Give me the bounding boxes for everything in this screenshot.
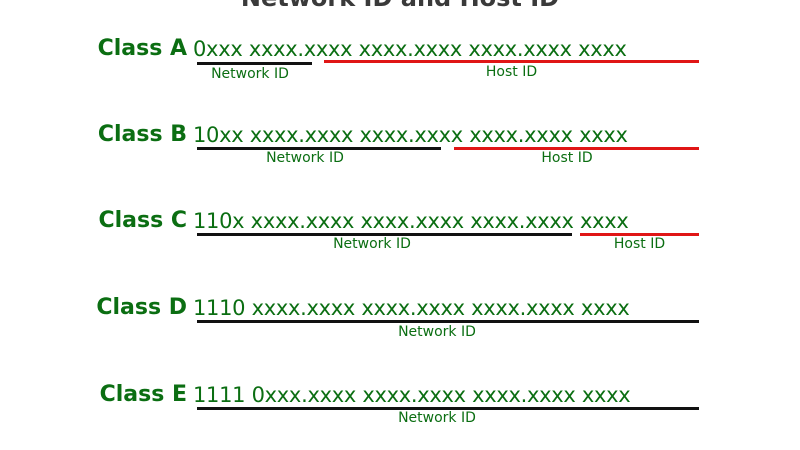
class-e-network-underline	[197, 407, 699, 410]
class-a-bits: 0xxx xxxx.xxxx xxxx.xxxx xxxx.xxxx xxxx	[193, 37, 627, 61]
class-b-host-underline	[454, 147, 699, 150]
class-b-network-underline	[197, 147, 441, 150]
class-d-label: Class D	[96, 295, 187, 320]
diagram-title: Network ID and Host ID	[0, 0, 800, 12]
class-d-network-caption: Network ID	[398, 324, 476, 340]
class-c-host-underline	[580, 233, 699, 236]
class-a-label: Class A	[97, 36, 187, 61]
class-b-host-caption: Host ID	[541, 150, 593, 166]
class-e-network-caption: Network ID	[398, 410, 476, 426]
class-c-network-caption: Network ID	[333, 236, 411, 252]
class-a-host-caption: Host ID	[485, 64, 538, 80]
class-b-row: Class B 10xx xxxx.xxxx xxxx.xxxx xxxx.xx…	[0, 122, 800, 182]
class-c-row: Class C 110x xxxx.xxxx xxxx.xxxx xxxx.xx…	[0, 208, 800, 268]
class-e-label: Class E	[99, 382, 187, 407]
class-d-network-underline	[197, 320, 699, 323]
class-e-row: Class E 1111 0xxx.xxxx xxxx.xxxx xxxx.xx…	[0, 382, 800, 442]
class-c-label: Class C	[98, 208, 187, 233]
class-d-bits: 1110 xxxx.xxxx xxxx.xxxx xxxx.xxxx xxxx	[193, 296, 630, 320]
class-c-network-underline	[197, 233, 572, 236]
class-e-bits: 1111 0xxx.xxxx xxxx.xxxx xxxx.xxxx xxxx	[193, 383, 631, 407]
class-b-label: Class B	[97, 122, 187, 147]
class-b-bits: 10xx xxxx.xxxx xxxx.xxxx xxxx.xxxx xxxx	[193, 123, 628, 147]
class-a-network-underline	[197, 62, 312, 65]
class-a-row: Class A 0xxx xxxx.xxxx xxxx.xxxx xxxx.xx…	[0, 36, 800, 96]
class-a-host-underline	[324, 60, 699, 63]
class-c-host-caption: Host ID	[613, 236, 666, 252]
class-c-bits: 110x xxxx.xxxx xxxx.xxxx xxxx.xxxx xxxx	[193, 209, 629, 233]
class-b-network-caption: Network ID	[266, 150, 344, 166]
class-d-row: Class D 1110 xxxx.xxxx xxxx.xxxx xxxx.xx…	[0, 295, 800, 355]
class-a-network-caption: Network ID	[211, 66, 289, 82]
